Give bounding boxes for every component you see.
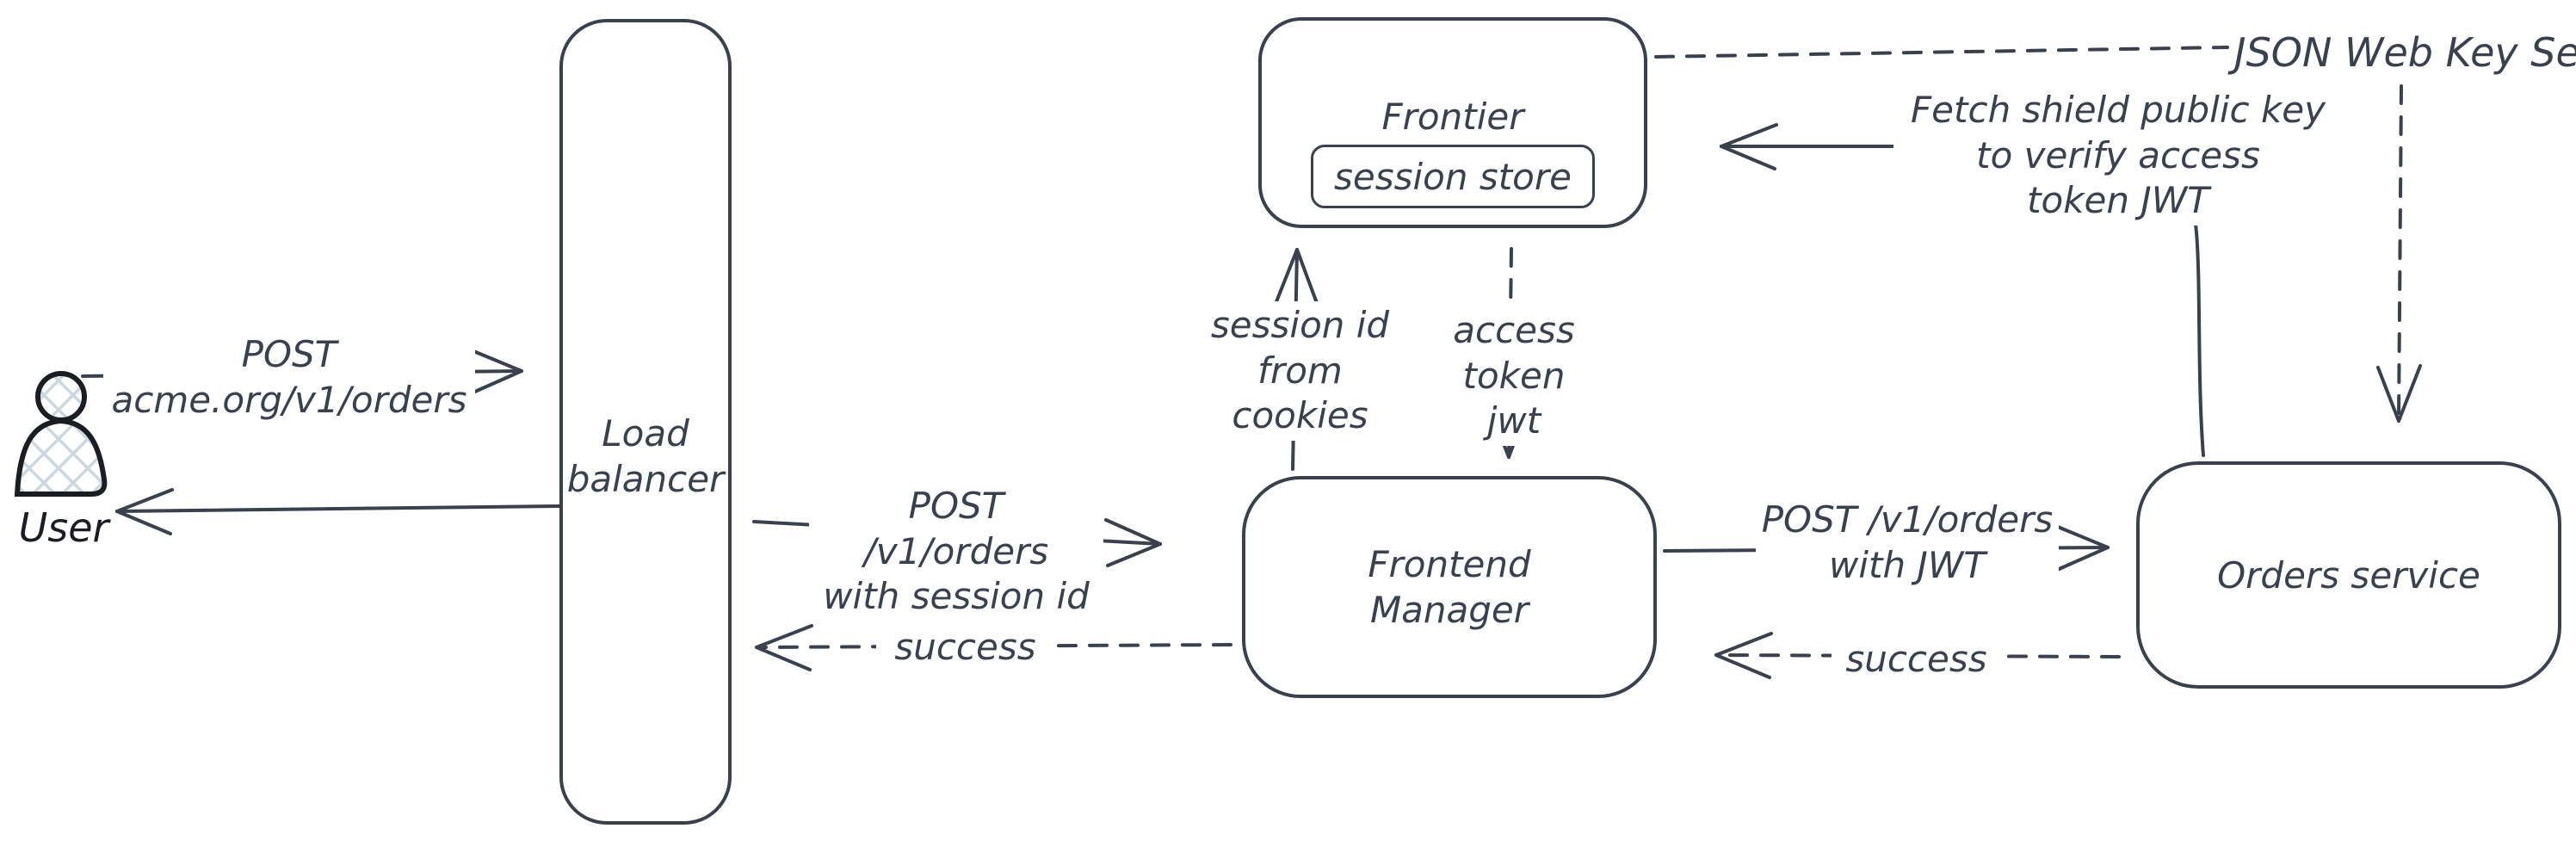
arrow-load-balancer-to-user [115, 488, 562, 535]
edge-label-fetch-shield-public-key: Fetch shield public key to verify access… [1893, 86, 2343, 226]
edge-label-success-left: success [876, 623, 1054, 672]
user-icon [14, 371, 108, 497]
edge-label-access-token-jwt: access token jwt [1401, 306, 1627, 446]
node-frontend-manager [1242, 476, 1657, 698]
node-load-balancer [559, 19, 732, 825]
frontend-manager-label: Frontend Manager [1368, 543, 1531, 631]
edge-label-post-acme-orders: POST acme.org/v1/orders [103, 331, 475, 424]
arrow-json-web-key-set-to-orders-service [2376, 84, 2422, 423]
node-session-store: session store [1311, 145, 1595, 208]
edge-label-post-with-session-id: POST /v1/orders with session id [809, 482, 1103, 621]
arrow-frontend-manager-to-load-balancer [755, 624, 1232, 671]
orders-service-label: Orders service [2217, 554, 2480, 597]
json-web-key-set-label: JSON Web Key Set [2234, 29, 2576, 76]
line-frontier-to-json-web-key-set [1654, 46, 2229, 59]
edge-label-session-id-from-cookies: session id from cookies [1185, 301, 1415, 441]
edge-label-post-with-jwt: POST /v1/orders with JWT [1756, 496, 2059, 590]
edge-label-success-right: success [1832, 635, 2001, 684]
user-label: User [18, 504, 109, 551]
frontier-label: Frontier [1381, 96, 1524, 138]
load-balancer-label: Load balancer [566, 412, 725, 500]
node-orders-service [2136, 461, 2561, 689]
node-frontier [1258, 17, 1647, 228]
session-store-label: session store [1334, 155, 1572, 198]
